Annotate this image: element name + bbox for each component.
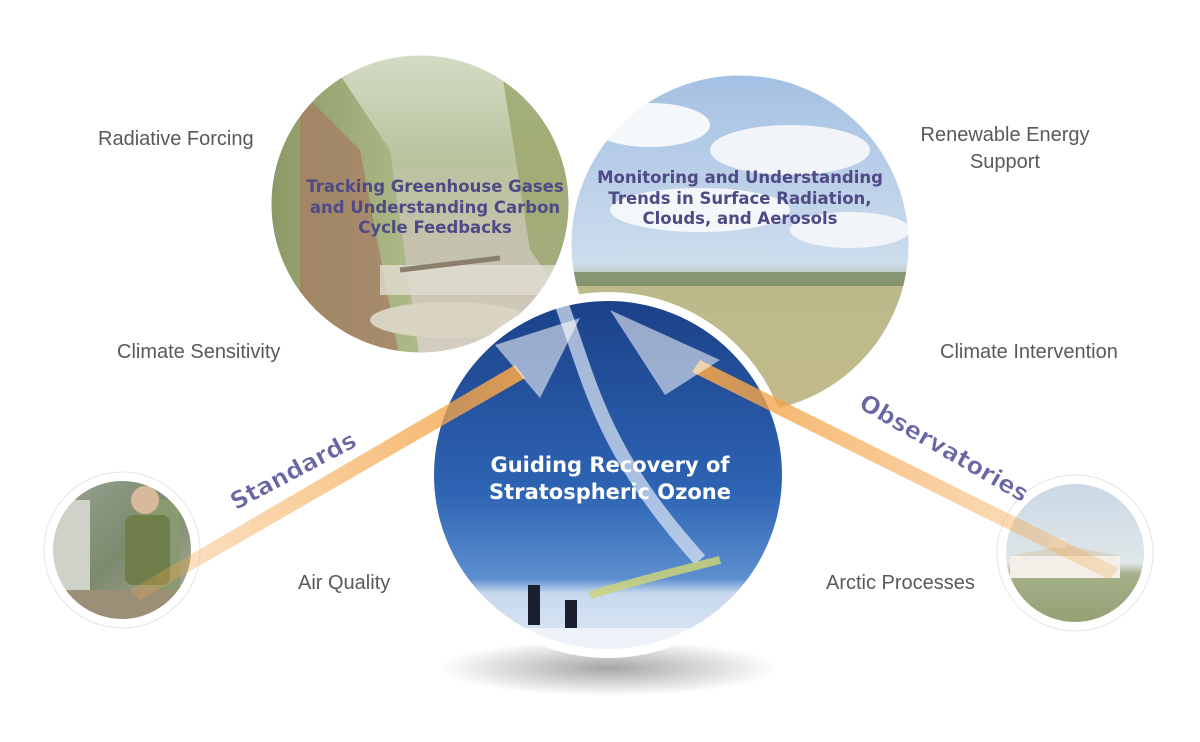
standards-arrow bbox=[130, 318, 580, 600]
ozone-shadow bbox=[438, 640, 778, 696]
standards-photo-circle bbox=[43, 471, 201, 629]
stratospheric-ozone-title: Guiding Recovery of Stratospheric Ozone bbox=[489, 453, 731, 505]
topic-radiative-forcing: Radiative Forcing bbox=[98, 128, 254, 150]
topic-air-quality: Air Quality bbox=[298, 572, 391, 594]
surface-radiation-title: Monitoring and Understanding Trends in S… bbox=[597, 168, 883, 229]
topic-climate-intervention: Climate Intervention bbox=[940, 341, 1118, 363]
topic-renewable-energy: Renewable Energy Support bbox=[920, 124, 1090, 173]
stratospheric-ozone-circle bbox=[425, 292, 791, 658]
greenhouse-gases-title: Tracking Greenhouse Gases and Understand… bbox=[306, 177, 564, 238]
observatories-arrow bbox=[610, 310, 1118, 580]
topic-climate-sensitivity: Climate Sensitivity bbox=[117, 341, 281, 363]
topic-arctic-processes: Arctic Processes bbox=[826, 572, 975, 594]
